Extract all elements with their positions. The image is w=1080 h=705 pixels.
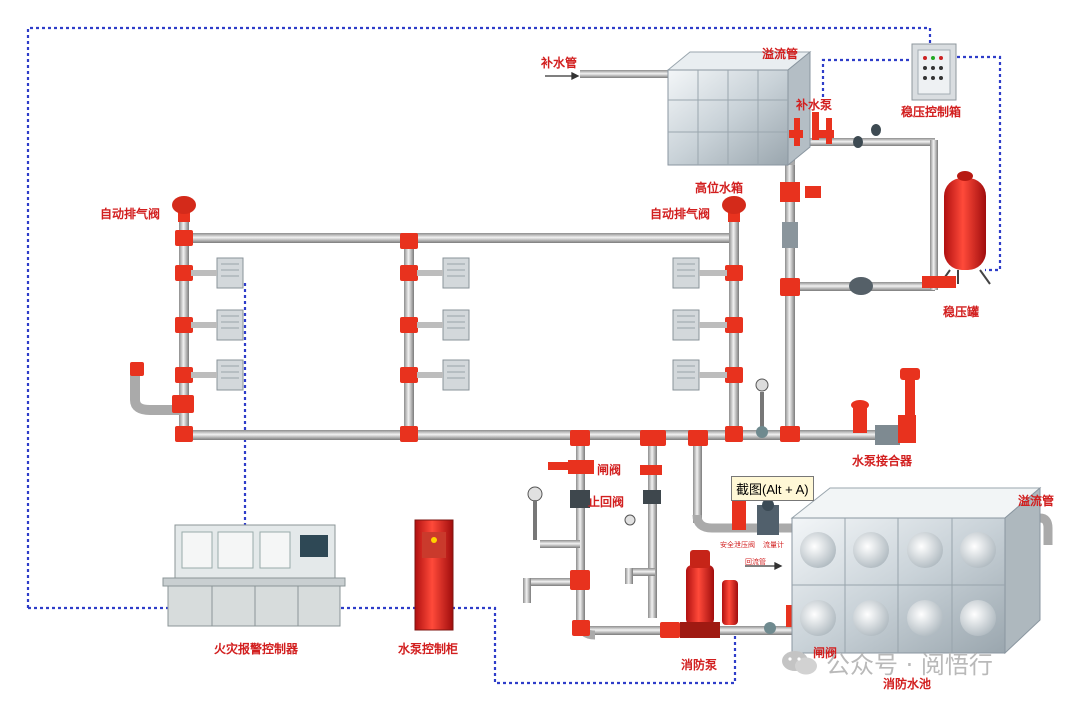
pump-control-cabinet [414, 519, 454, 631]
label-auto-vent-right: 自动排气阀 [650, 207, 711, 221]
auto-vent-valve-left [172, 196, 196, 222]
screenshot-tooltip: 截图(Alt + A) [731, 476, 814, 501]
pressure-tank [922, 171, 991, 288]
wechat-icon [782, 650, 817, 674]
auto-vent-valve-right [722, 196, 746, 222]
pipe-bottom-main [183, 430, 913, 440]
signal-line-makeup [821, 58, 915, 100]
label-overflow-bottom: 溢流管 [1018, 494, 1055, 508]
suction-gauges [527, 486, 636, 540]
label-pressure-tank: 稳压罐 [943, 305, 980, 319]
pipe-top-main [183, 233, 738, 243]
signal-lines [26, 26, 1002, 685]
label-makeup-pipe: 补水管 [541, 56, 578, 70]
label-flow-meter: 流量计 [763, 541, 784, 549]
fire-pumps [680, 550, 738, 638]
watermark: 公众号 · 阅悟行 [780, 645, 993, 680]
label-auto-vent-left: 自动排气阀 [100, 207, 161, 221]
floor-panels [216, 257, 700, 391]
label-test-pipe: 回流管 [745, 558, 766, 566]
label-fire-pump: 消防泵 [681, 658, 718, 672]
label-safety-valve: 安全泄压阀 [720, 541, 755, 549]
tank-outlet-valve [780, 182, 800, 202]
gate-valves-top [548, 460, 662, 475]
gate-valve-pressure [849, 277, 873, 295]
pipe-pump-riser-2 [648, 438, 657, 618]
fire-pool-tank [790, 486, 1042, 655]
label-check-valve: 止回阀 [588, 495, 625, 509]
label-overflow-top: 溢流管 [762, 47, 799, 61]
pipe-pump-riser-1 [576, 438, 585, 633]
label-pump-adapter: 水泵接合器 [852, 454, 913, 468]
pipe-riser-middle [404, 238, 414, 438]
pipe-makeup-inlet [580, 70, 675, 78]
pump-adapter [851, 368, 920, 445]
check-valves [570, 490, 661, 508]
label-gate-valve-top: 闸阀 [597, 463, 622, 477]
label-gate-valve-bottom: 闸阀 [813, 646, 838, 660]
pipe-fittings [130, 230, 800, 638]
label-high-tank: 高位水箱 [695, 181, 744, 195]
check-valve-tank [782, 222, 798, 248]
makeup-pumps [789, 112, 881, 148]
pressure-control-cabinet [911, 43, 957, 101]
watermark-text: 公众号 · 阅悟行 [826, 651, 993, 679]
high-water-tank [666, 50, 812, 167]
inflow-arrows [545, 71, 783, 571]
label-pressure-cabinet: 稳压控制箱 [901, 105, 962, 119]
label-pump-cabinet: 水泵控制柜 [398, 642, 459, 656]
flow-meter [757, 499, 779, 535]
pressure-gauge-main [755, 378, 769, 438]
label-fire-pool: 消防水池 [883, 677, 932, 691]
signal-line-top-loop [26, 26, 932, 608]
fire-alarm-controller [162, 524, 346, 627]
label-makeup-pump: 补水泵 [796, 98, 833, 112]
label-fire-alarm: 火灾报警控制器 [214, 642, 299, 656]
